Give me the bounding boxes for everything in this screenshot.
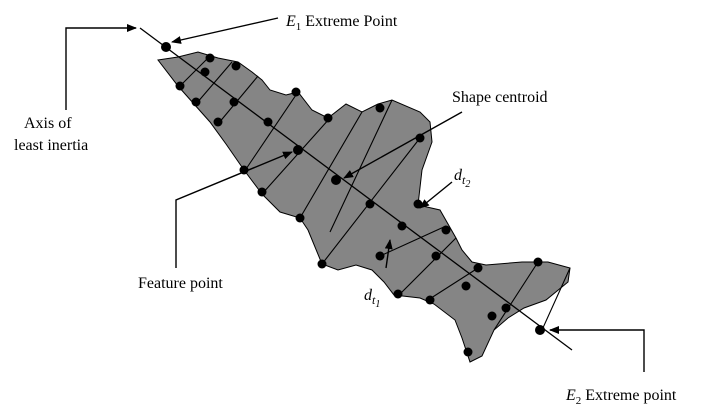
feature-point-marker [293, 145, 303, 155]
feature-points [161, 42, 545, 357]
axis-label-line1: Axis of [24, 115, 72, 132]
dt2-label: dt2 [454, 167, 470, 190]
axis-of-least-inertia [139, 27, 573, 351]
extreme-point-e1 [161, 42, 171, 52]
axis-label-line2: least inertia [14, 137, 88, 154]
e1-extreme-point-label: E1 Extreme Point [285, 13, 398, 33]
shape-centroid-marker [331, 175, 341, 185]
feature-point-label: Feature point [138, 275, 223, 292]
dt1-label: dt1 [364, 287, 380, 310]
e2-extreme-point-label: E2 Extreme point [565, 387, 677, 407]
shape-centroid-label: Shape centroid [452, 89, 548, 106]
callout-arrows [65, 17, 645, 372]
extreme-point-e2 [535, 325, 545, 335]
